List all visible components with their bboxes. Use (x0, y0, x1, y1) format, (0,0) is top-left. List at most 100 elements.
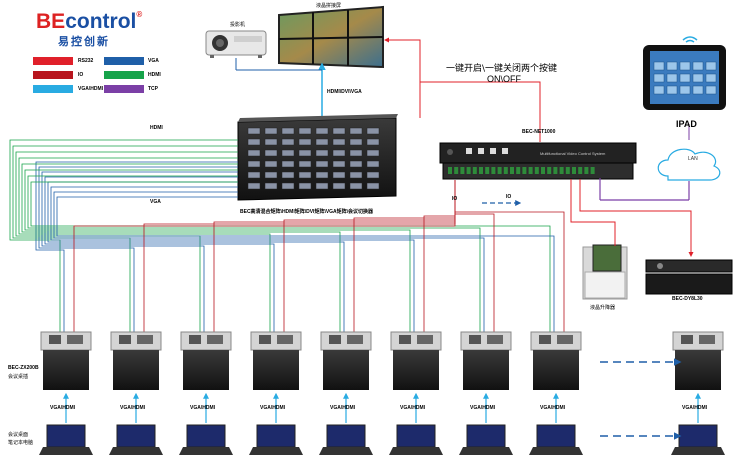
matrix-port (298, 182, 312, 190)
matrix-port (349, 127, 363, 135)
matrix-port (247, 182, 261, 190)
matrix-port (281, 171, 295, 179)
matrix-port (315, 171, 329, 179)
desk-box-panel (110, 331, 162, 351)
net-terminal (590, 167, 595, 174)
desk-box-signal-label: VGA\HDMI (260, 405, 285, 411)
ipad (643, 36, 726, 110)
matrix-port (281, 160, 295, 168)
matrix-port (315, 160, 329, 168)
lan-cloud (657, 148, 721, 181)
hdmi-line (21, 163, 341, 332)
desk-box-signal-label: VGA\HDMI (540, 405, 565, 411)
ipad-button (692, 85, 704, 95)
net-controller-panel-text: Multifunctional Video Control System (540, 151, 606, 156)
net-terminal (572, 167, 576, 174)
ipad-button (666, 73, 678, 83)
net-terminal (584, 167, 589, 174)
laptop-screen (678, 424, 718, 448)
desk-box-socket (347, 335, 363, 344)
net-terminal (522, 167, 527, 174)
net-terminal (553, 167, 558, 174)
legend-label-vga: VGA (148, 58, 159, 64)
ipad-button (666, 61, 678, 71)
desk-box-panel (672, 331, 724, 351)
desk-box-socket (259, 335, 271, 344)
vga-line-label: VGA (150, 199, 161, 205)
matrix-port (247, 149, 261, 157)
hdmi-line-label: HDMI (150, 125, 163, 131)
io-line (213, 180, 456, 332)
desk-box-socket (681, 335, 693, 344)
desk-box-body (393, 350, 439, 390)
desk-box-socket (49, 335, 61, 344)
desk-box-signal-label: VGA\HDMI (190, 405, 215, 411)
ipad-button (679, 85, 691, 95)
vga-line (44, 176, 275, 332)
laptop-base (389, 447, 443, 455)
desk-box-body (113, 350, 159, 390)
matrix-port (349, 171, 363, 179)
desk-box-model-label: BEC-ZX200B (8, 365, 39, 371)
legend-swatch-vga (104, 57, 144, 65)
laptop-base (249, 447, 303, 455)
desk-box-socket (329, 335, 341, 344)
brand-trademark: ® (136, 10, 143, 19)
net-terminal (541, 167, 545, 174)
ipad-button (653, 61, 665, 71)
matrix-port (366, 171, 380, 179)
desk-box-socket (207, 335, 223, 344)
io-line (423, 180, 456, 332)
video-wall-label: 液晶拼接屏 (316, 3, 342, 9)
legend-swatch-hdmi (104, 71, 144, 79)
desk-box-panel (320, 331, 372, 351)
matrix-port (366, 138, 380, 146)
vga-line (53, 191, 485, 332)
desk-box-signal-label: VGA\HDMI (682, 405, 707, 411)
brand-prefix: BE (36, 10, 66, 33)
matrix-port (332, 171, 346, 179)
signal-bundle (9, 139, 555, 332)
matrix-caption: BEC高清混合矩阵\HDMI矩阵\DVI矩阵\VGA矩阵\会议切换器 (240, 209, 374, 215)
matrix-port (315, 127, 329, 135)
net-controller-ports (448, 167, 595, 174)
desk-box-socket (487, 335, 503, 344)
desk-box-panel (40, 331, 92, 351)
net-terminal (510, 167, 514, 174)
hdmi-line (24, 169, 411, 332)
ipad-button (692, 73, 704, 83)
laptop-screen (256, 424, 296, 448)
desk-box-body (533, 350, 579, 390)
matrix-port (366, 182, 380, 190)
laptop-screen (466, 424, 506, 448)
laptop-screen (46, 424, 86, 448)
desk-box-socket (189, 335, 201, 344)
matrix-port (349, 138, 363, 146)
desk-box-signal-label: VGA\HDMI (120, 405, 145, 411)
onoff-label: ON\OFF (487, 74, 521, 84)
desk-box-panel (460, 331, 512, 351)
legend-label-rs232: RS232 (78, 58, 94, 64)
matrix-port (332, 160, 346, 168)
io-label-right: IO (506, 194, 512, 200)
desk-box-body (43, 350, 89, 390)
legend-swatch-io (33, 71, 73, 79)
matrix-port (264, 127, 278, 135)
desk-box-caption: 会议桌插 (8, 374, 29, 380)
matrix-port (298, 149, 312, 157)
net-terminal (516, 167, 521, 174)
net-controller-label: BEC-NET1000 (522, 129, 556, 135)
legend-label-vgahdmi: VGA\HDMI (78, 86, 103, 92)
matrix-port (264, 149, 278, 157)
io-line (143, 180, 456, 332)
desk-box-socket (469, 335, 481, 344)
ipad-button (705, 61, 717, 71)
video-wall (278, 5, 384, 69)
laptop-base (459, 447, 513, 455)
io-line (353, 180, 456, 332)
rs232-lines (384, 37, 694, 257)
legend-swatch-tcp (104, 85, 144, 93)
matrix-port (281, 149, 295, 157)
desk-box-signal-label: VGA\HDMI (470, 405, 495, 411)
